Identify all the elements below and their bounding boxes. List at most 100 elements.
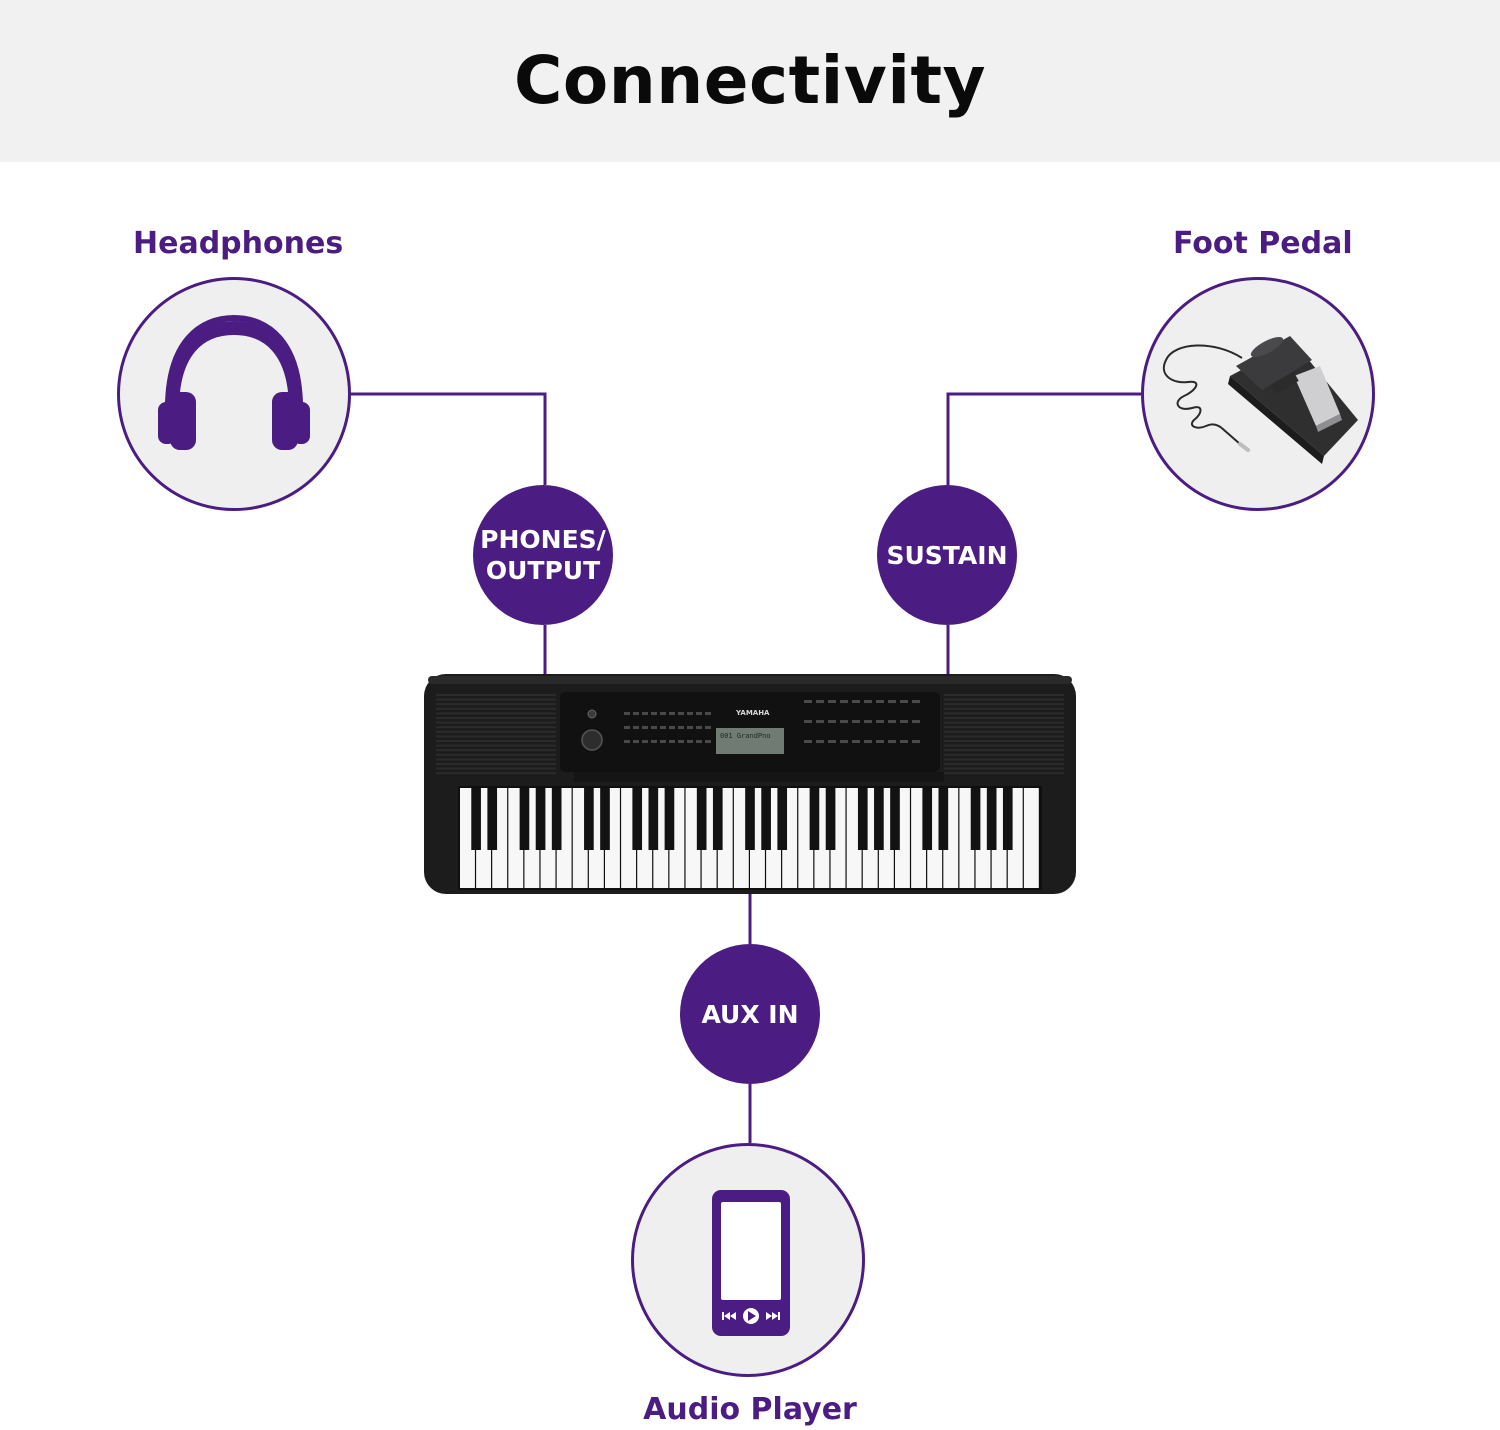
grille-slot: [436, 717, 556, 719]
aux-in-port-label: AUX IN: [701, 999, 799, 1029]
grille-slot: [436, 730, 556, 733]
panel-button: [864, 720, 872, 723]
grille-slot: [944, 698, 1064, 701]
panel-button: [864, 740, 872, 743]
black-key: [970, 788, 981, 850]
black-key: [696, 788, 707, 850]
grille-slot: [436, 749, 556, 752]
white-keys: [460, 788, 1039, 888]
panel-button: [816, 740, 824, 743]
black-keys: [471, 788, 1013, 850]
headphones-connector: [351, 392, 547, 485]
pedal-connector: [946, 392, 1141, 485]
panel-button: [642, 740, 648, 743]
white-key: [572, 788, 588, 888]
black-key: [922, 788, 933, 850]
panel-button: [624, 740, 630, 743]
panel-button: [642, 726, 648, 729]
panel-button: [624, 726, 630, 729]
white-key: [959, 788, 975, 888]
grille-slot: [944, 694, 1064, 696]
phones-output-port: PHONES/ OUTPUT: [473, 485, 613, 625]
grille-slot: [944, 735, 1064, 738]
grille-slot: [436, 763, 556, 765]
black-key: [664, 788, 675, 850]
panel-button: [678, 712, 684, 715]
panel-button: [840, 740, 848, 743]
grille-slot: [944, 703, 1064, 706]
panel-button: [888, 740, 896, 743]
panel-button: [660, 712, 666, 715]
panel-button: [900, 740, 908, 743]
grille-slot: [436, 758, 556, 761]
sustain-port: SUSTAIN: [877, 485, 1017, 625]
black-key: [986, 788, 997, 850]
black-key: [551, 788, 562, 850]
panel-buttons: [624, 700, 920, 743]
header-band: [0, 0, 1500, 162]
panel-button: [669, 712, 675, 715]
panel-button: [900, 720, 908, 723]
grille-slot: [436, 721, 556, 724]
white-key: [621, 788, 637, 888]
brand-logo: YAMAHA: [735, 709, 770, 717]
panel-button: [660, 740, 666, 743]
black-key: [487, 788, 498, 850]
panel-button: [876, 720, 884, 723]
right-speaker-grille: [944, 694, 1064, 775]
panel-button: [864, 700, 872, 703]
white-key: [508, 788, 524, 888]
panel-button: [633, 726, 639, 729]
panel-button: [705, 712, 711, 715]
black-key: [1002, 788, 1013, 850]
foot-pedal-label: Foot Pedal: [1173, 226, 1353, 261]
black-key: [600, 788, 610, 850]
black-key: [938, 788, 949, 850]
black-key: [874, 788, 884, 850]
white-key: [911, 788, 927, 888]
black-key: [857, 788, 868, 850]
headphones-label: Headphones: [133, 226, 344, 261]
grille-slot: [944, 717, 1064, 719]
panel-button: [816, 720, 824, 723]
grille-slot: [436, 698, 556, 701]
black-key: [825, 788, 836, 850]
black-key: [519, 788, 530, 850]
grille-slot: [944, 712, 1064, 715]
panel-button: [852, 720, 860, 723]
aux-in-port: AUX IN: [680, 944, 820, 1084]
panel-button: [687, 712, 693, 715]
white-key: [685, 788, 701, 888]
panel-button: [696, 740, 702, 743]
grille-slot: [944, 749, 1064, 752]
panel-button: [651, 726, 657, 729]
panel-button: [912, 720, 920, 723]
panel-button: [687, 740, 693, 743]
audio-player-circle: [631, 1143, 865, 1377]
panel-button: [624, 712, 630, 715]
grille-slot: [436, 740, 556, 742]
phones-output-port-label: PHONES/ OUTPUT: [480, 525, 606, 585]
left-speaker-grille: [436, 694, 556, 775]
black-key: [745, 788, 755, 850]
grille-slot: [944, 767, 1064, 770]
panel-button: [900, 700, 908, 703]
panel-button: [705, 740, 711, 743]
sustain-pedal-icon: [1163, 336, 1358, 464]
black-key: [535, 788, 546, 850]
keyboard-display-text: 001 GrandPno: [720, 732, 771, 740]
black-key: [761, 788, 771, 850]
sustain-port-label: SUSTAIN: [886, 540, 1008, 570]
grille-slot: [436, 712, 556, 715]
grille-slot: [436, 694, 556, 696]
panel-button: [840, 700, 848, 703]
grille-slot: [436, 703, 556, 706]
black-key: [471, 788, 481, 850]
panel-button: [705, 726, 711, 729]
black-key: [890, 788, 900, 850]
panel-button: [828, 740, 836, 743]
black-key: [809, 788, 820, 850]
grille-slot: [436, 735, 556, 738]
panel-button: [633, 740, 639, 743]
